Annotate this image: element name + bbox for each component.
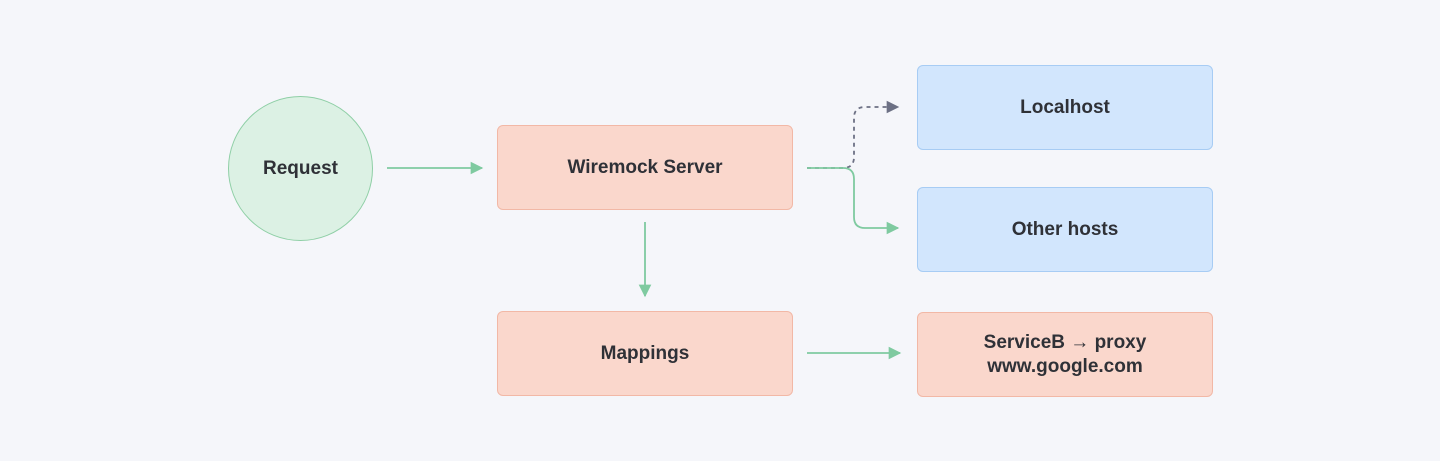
mappings-label: Mappings bbox=[600, 342, 690, 364]
proxy-node: ServiceB → proxy www.google.com bbox=[917, 312, 1213, 397]
wiremock-server-label: Wiremock Server bbox=[567, 156, 723, 178]
proxy-label-group: ServiceB → proxy www.google.com bbox=[984, 331, 1147, 379]
wiremock-server-node: Wiremock Server bbox=[497, 125, 793, 210]
proxy-label-line1: ServiceB → proxy bbox=[983, 331, 1147, 353]
edge-wiremock-to-other-hosts bbox=[807, 167, 900, 235]
other-hosts-label: Other hosts bbox=[1011, 218, 1119, 240]
localhost-label: Localhost bbox=[1020, 96, 1110, 118]
localhost-node: Localhost bbox=[917, 65, 1213, 150]
proxy-label-line2: www.google.com bbox=[987, 355, 1143, 377]
request-label: Request bbox=[263, 157, 338, 179]
edge-wiremock-to-localhost bbox=[807, 100, 900, 169]
mappings-node: Mappings bbox=[497, 311, 793, 396]
other-hosts-node: Other hosts bbox=[917, 187, 1213, 272]
request-node: Request bbox=[228, 96, 373, 241]
